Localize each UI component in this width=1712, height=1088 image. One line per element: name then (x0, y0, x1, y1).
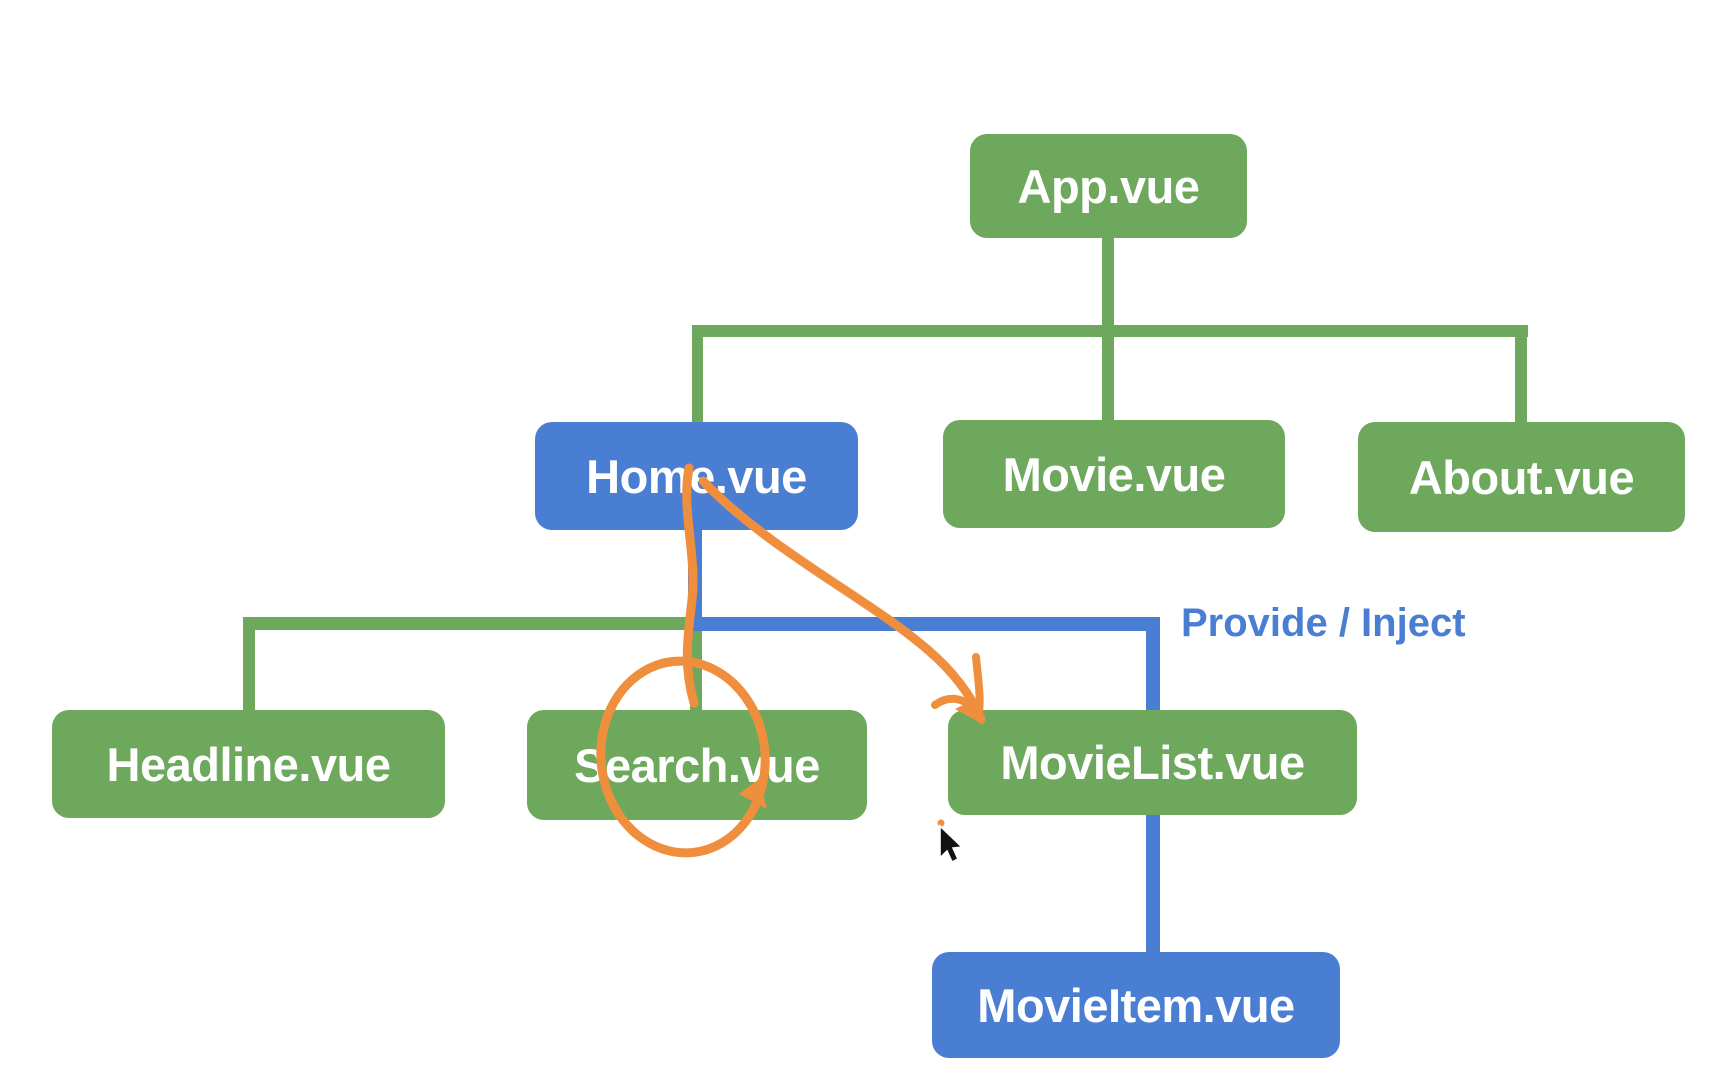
connector-app-down (1102, 236, 1114, 328)
node-headline-vue: Headline.vue (52, 710, 445, 818)
node-movie-vue: Movie.vue (943, 420, 1285, 528)
connector-rail-top (692, 325, 1528, 337)
mouse-cursor-icon (939, 824, 964, 864)
node-about-label: About.vue (1408, 450, 1635, 504)
node-app-vue: App.vue (970, 134, 1247, 238)
connector-rail-home-children (243, 617, 689, 630)
connector-search-riser (690, 631, 702, 710)
node-movielist-vue: MovieList.vue (948, 710, 1357, 815)
connector-about-riser (1515, 337, 1527, 422)
node-movielist-label: MovieList.vue (1000, 736, 1305, 789)
connector-home-down-blue (688, 530, 702, 618)
node-app-label: App.vue (1017, 159, 1200, 213)
node-headline-label: Headline.vue (106, 737, 391, 791)
provide-inject-label: Provide / Inject (1181, 601, 1466, 645)
node-home-label: Home.vue (586, 449, 807, 503)
connector-rail-blue (688, 617, 1160, 631)
node-about-vue: About.vue (1358, 422, 1685, 532)
connector-home-riser (692, 337, 703, 422)
orange-speck (937, 819, 945, 827)
connector-movieitem-drop-blue (1146, 813, 1160, 952)
connector-movielist-drop-blue (1146, 631, 1160, 710)
node-home-vue: Home.vue (535, 422, 858, 530)
connector-movie-riser (1102, 337, 1114, 421)
node-movieitem-vue: MovieItem.vue (932, 952, 1340, 1058)
node-search-label: Search.vue (574, 738, 820, 792)
node-search-vue: Search.vue (527, 710, 867, 820)
node-movieitem-label: MovieItem.vue (977, 978, 1295, 1032)
connector-headline-riser (243, 630, 255, 710)
node-movie-label: Movie.vue (1002, 447, 1226, 501)
